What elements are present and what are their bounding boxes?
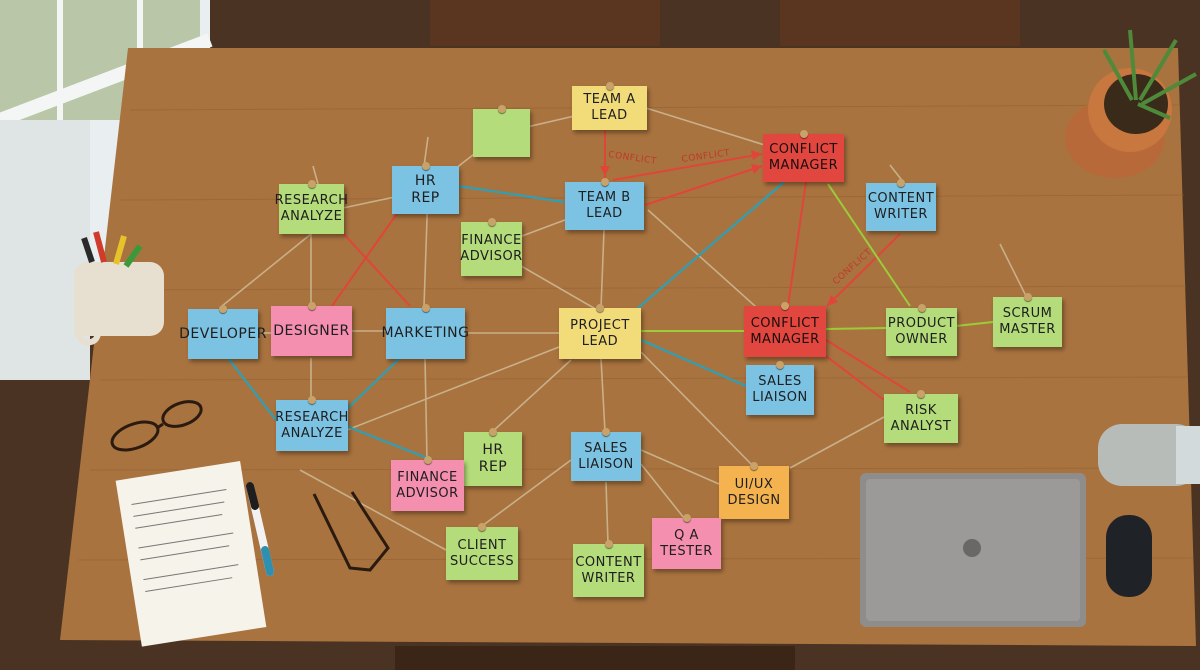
- sticky-note-designer: DESIGNER: [271, 302, 352, 356]
- push-pin-icon: [917, 390, 925, 398]
- pen-cup: [74, 231, 164, 346]
- push-pin-icon: [1023, 293, 1032, 301]
- sticky-note-text: PROJECT LEAD: [570, 317, 630, 349]
- laptop: [860, 473, 1086, 627]
- sticky-note-text: CONFLICT MANAGER: [750, 315, 820, 347]
- sticky-note-text: DESIGNER: [273, 322, 350, 339]
- sticky-note-sales-liaison-center: SALES LIAISON: [571, 428, 641, 481]
- sticky-note-text: SALES LIAISON: [752, 374, 808, 405]
- sticky-note-text: CONFLICT MANAGER: [768, 142, 839, 173]
- green-strings: [641, 183, 994, 332]
- sticky-note-text: SCRUM MASTER: [999, 306, 1056, 337]
- red-arrowheads: [600, 150, 838, 306]
- sticky-note-marketing: MARKETING: [382, 304, 469, 359]
- sticky-note-risk-analyst: RISK ANALYST: [884, 390, 958, 443]
- sticky-note-text: CONTENT WRITER: [867, 191, 935, 222]
- sticky-note-content-writer-top: CONTENT WRITER: [866, 179, 936, 231]
- sticky-note-text: Q A TESTER: [660, 527, 713, 559]
- sticky-note-content-writer-bottom: CONTENT WRITER: [573, 540, 644, 597]
- sticky-note-text: RESEARCH ANALYZE: [275, 409, 349, 441]
- push-pin-icon: [478, 523, 486, 531]
- potted-plant: [1065, 29, 1197, 178]
- sticky-note-finance-advisor-bottom: FINANCE ADVISOR: [391, 456, 464, 511]
- water-bottle: [1098, 424, 1200, 486]
- chair-bottom: [395, 646, 795, 670]
- push-pin-icon: [308, 396, 316, 404]
- sticky-note-text: TEAM A LEAD: [583, 92, 636, 123]
- sticky-note-client-success: CLIENT SUCCESS: [446, 523, 518, 580]
- push-pin-icon: [799, 130, 808, 138]
- push-pin-icon: [489, 428, 497, 436]
- sticky-note-text: TEAM B LEAD: [578, 190, 631, 221]
- sticky-note-text: FINANCE ADVISOR: [460, 233, 523, 264]
- push-pin-icon: [497, 105, 506, 113]
- push-pin-icon: [781, 302, 789, 310]
- sticky-note-qa-tester: Q A TESTER: [652, 514, 721, 569]
- sticky-note-text: DEVELOPER: [179, 325, 267, 342]
- sticky-note-finance-advisor-top: FINANCE ADVISOR: [460, 218, 523, 276]
- sticky-note-text: FINANCE ADVISOR: [396, 469, 459, 501]
- eyeglasses-center: [312, 491, 390, 572]
- eyeglasses-left: [110, 400, 203, 452]
- sticky-note-text: UI/UX DESIGN: [727, 476, 781, 508]
- push-pin-icon: [487, 218, 496, 226]
- sticky-note-text: CONTENT WRITER: [575, 554, 642, 586]
- sticky-note-research-analyze-top: RESEARCH ANALYZE: [275, 180, 348, 234]
- push-pin-icon: [750, 462, 758, 470]
- sticky-note-text: HR REP: [411, 173, 440, 206]
- push-pin-icon: [604, 540, 613, 548]
- sticky-note-text: RESEARCH ANALYZE: [274, 193, 349, 224]
- sticky-note-team-a-lead: TEAM A LEAD: [572, 82, 647, 130]
- sticky-note-hr-rep-bottom: HR REP: [464, 428, 522, 486]
- sticky-note-sales-liaison-right: SALES LIAISON: [746, 361, 814, 415]
- push-pin-icon: [307, 302, 316, 310]
- push-pin-icon: [917, 304, 926, 312]
- sticky-note-conflict-manager-mid: CONFLICT MANAGER: [744, 302, 826, 357]
- push-pin-icon: [421, 162, 430, 170]
- sticky-note-ui-ux-design: UI/UX DESIGN: [719, 462, 789, 519]
- push-pin-icon: [307, 180, 316, 188]
- sticky-note-text: MARKETING: [381, 325, 470, 341]
- chair-left: [430, 0, 660, 46]
- sticky-note-developer: DEVELOPER: [179, 305, 266, 359]
- push-pin-icon: [596, 304, 604, 312]
- computer-mouse: [1106, 515, 1152, 597]
- push-pin-icon: [605, 82, 614, 90]
- sticky-note-text: SALES LIAISON: [578, 440, 634, 472]
- push-pin-icon: [423, 456, 432, 464]
- blue-strings: [227, 181, 785, 462]
- push-pin-icon: [602, 428, 610, 436]
- sticky-note-project-lead: PROJECT LEAD: [559, 304, 641, 359]
- push-pin-icon: [682, 514, 691, 522]
- notebook: [115, 461, 267, 647]
- marker-pen: [246, 482, 274, 576]
- chair-right: [780, 0, 1020, 46]
- sticky-note-team-b-lead: TEAM B LEAD: [565, 178, 644, 230]
- sticky-note-text: CLIENT SUCCESS: [449, 537, 515, 569]
- sticky-note-hr-rep-top: HR REP: [392, 162, 459, 214]
- push-pin-icon: [776, 361, 784, 369]
- apple-logo-icon: [963, 539, 981, 557]
- push-pin-icon: [600, 178, 609, 186]
- sticky-note-product-owner: PRODUCT OWNER: [886, 304, 957, 356]
- sticky-note-scrum-master: SCRUM MASTER: [993, 293, 1062, 347]
- sticky-note-blank-green: [473, 105, 530, 157]
- red-strings: [331, 130, 911, 401]
- sticky-note-text: RISK ANALYST: [890, 402, 952, 434]
- sticky-note-research-analyze-bottom: RESEARCH ANALYZE: [275, 396, 349, 451]
- sticky-note-conflict-manager-top: CONFLICT MANAGER: [763, 130, 844, 182]
- sticky-note-text: PRODUCT OWNER: [887, 316, 956, 347]
- push-pin-icon: [897, 179, 905, 187]
- push-pin-icon: [219, 305, 227, 313]
- push-pin-icon: [421, 304, 430, 312]
- sticky-note-text: HR REP: [478, 442, 508, 475]
